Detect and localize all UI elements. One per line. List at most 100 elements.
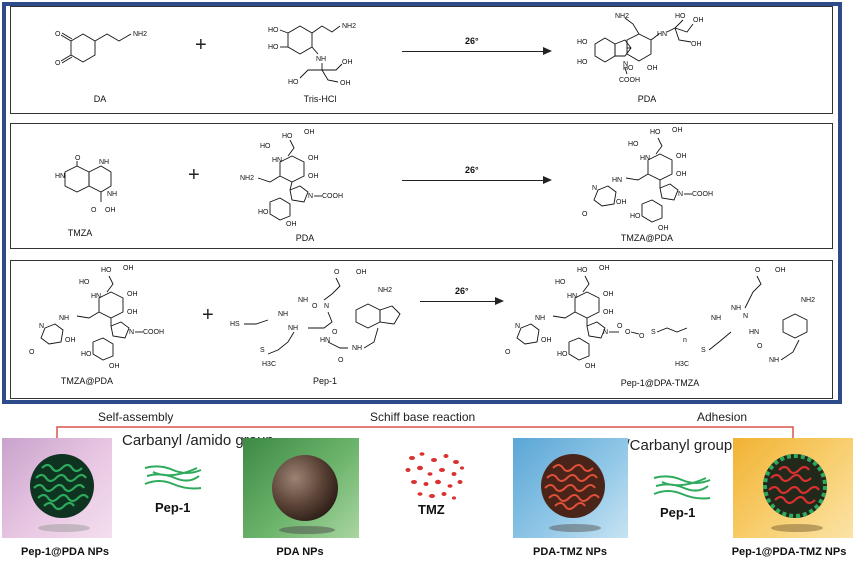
reaction-panel-2 <box>10 123 833 249</box>
svg-text:OH: OH <box>123 265 134 272</box>
tmza-pda-reactant-structure: HO OH HO HN OH OH NH N O OH N COOH HO OH <box>29 265 164 370</box>
svg-text:HO: HO <box>630 213 641 220</box>
svg-text:OH: OH <box>541 337 552 344</box>
svg-text:NH: NH <box>59 315 69 322</box>
step-self-assembly: Self-assembly <box>98 410 174 424</box>
svg-text:NH2: NH2 <box>378 287 392 294</box>
svg-text:N: N <box>324 303 329 310</box>
svg-text:COOH: COOH <box>692 191 713 198</box>
svg-text:OH: OH <box>342 59 353 66</box>
np-pda-sphere <box>272 455 338 534</box>
reaction-panel-1 <box>10 6 833 114</box>
svg-text:O: O <box>75 155 81 162</box>
tmz-drug-icon <box>405 452 464 500</box>
pep-1-label-b: Pep-1 <box>660 505 696 520</box>
svg-text:O: O <box>338 357 344 364</box>
svg-text:HO: HO <box>79 279 90 286</box>
svg-text:H3C: H3C <box>675 361 689 368</box>
svg-text:HO: HO <box>260 143 271 150</box>
svg-text:HO: HO <box>557 351 568 358</box>
svg-text:HO: HO <box>555 279 566 286</box>
reaction-condition-2: 26° <box>465 165 479 175</box>
reactant-label-pep-1: Pep-1 <box>312 376 338 386</box>
svg-text:OH: OH <box>304 129 315 136</box>
svg-text:O: O <box>617 323 623 330</box>
svg-text:HO: HO <box>675 13 686 20</box>
svg-text:NH: NH <box>731 305 741 312</box>
svg-text:O: O <box>639 333 645 340</box>
svg-text:OH: OH <box>65 337 76 344</box>
svg-text:O: O <box>29 349 35 356</box>
svg-text:OH: OH <box>109 363 120 370</box>
svg-text:COOH: COOH <box>322 193 343 200</box>
product-label-pep-1-dpa-tmza: Pep-1@DPA-TMZA <box>620 378 700 388</box>
pep-1-structure: O OH NH O N NH HS O NH S H3C HN O NH NH2 <box>230 269 401 368</box>
np-label-pda: PDA NPs <box>276 546 324 558</box>
reactant-label-tris-hcl: Tris-HCl <box>303 94 337 104</box>
svg-text:NH: NH <box>288 325 298 332</box>
pep-1-fibers-icon <box>144 465 202 490</box>
svg-text:HO: HO <box>101 267 112 274</box>
svg-text:COOH: COOH <box>143 329 164 336</box>
svg-text:N: N <box>743 313 748 320</box>
svg-text:OH: OH <box>616 199 627 206</box>
svg-text:NH: NH <box>107 191 117 198</box>
svg-text:S: S <box>651 329 656 336</box>
plus-sign: + <box>188 164 200 186</box>
svg-text:O: O <box>755 267 761 274</box>
reaction-arrow-1 <box>402 46 552 56</box>
step-adhesion: Adhesion <box>697 410 748 424</box>
svg-text:HN: HN <box>55 173 65 180</box>
svg-text:HO: HO <box>268 27 279 34</box>
plus-sign: + <box>195 34 207 56</box>
svg-text:H3C: H3C <box>262 361 276 368</box>
np-pda-tmz-sphere <box>541 454 605 532</box>
svg-text:NH2: NH2 <box>240 175 254 182</box>
svg-text:NH2: NH2 <box>342 23 356 30</box>
svg-text:O: O <box>55 60 61 67</box>
reaction-arrow-3 <box>420 296 504 306</box>
svg-text:N: N <box>308 193 313 200</box>
svg-text:NH: NH <box>352 345 362 352</box>
svg-text:NH2: NH2 <box>133 31 147 38</box>
svg-text:OH: OH <box>658 225 669 232</box>
np-label-pep-1-pda-tmz: Pep-1@PDA-TMZ NPs <box>731 546 847 558</box>
svg-text:S: S <box>260 347 265 354</box>
svg-text:N: N <box>623 61 628 68</box>
svg-text:HN: HN <box>657 31 667 38</box>
svg-text:OH: OH <box>308 173 319 180</box>
svg-text:COOH: COOH <box>619 77 640 84</box>
reactant-label-pda: PDA <box>295 233 315 243</box>
svg-text:NH: NH <box>278 311 288 318</box>
svg-text:O: O <box>55 31 61 38</box>
dopamine-structure: O O NH2 <box>55 31 147 67</box>
svg-text:OH: OH <box>676 153 687 160</box>
pep-1-dpa-tmza-structure: HO OH HO HN OH OH NH N O OH N O O O S n … <box>505 265 815 370</box>
svg-text:OH: OH <box>356 269 367 276</box>
svg-text:O: O <box>582 211 588 218</box>
svg-text:NH: NH <box>711 315 721 322</box>
svg-text:O: O <box>505 349 511 356</box>
svg-text:OH: OH <box>672 127 683 134</box>
svg-text:OH: OH <box>647 65 658 72</box>
reactant-label-tmza: TMZA <box>67 228 93 238</box>
svg-text:NH: NH <box>99 159 109 166</box>
svg-text:OH: OH <box>603 309 614 316</box>
svg-text:HO: HO <box>288 79 299 86</box>
svg-text:O: O <box>625 329 631 336</box>
svg-text:OH: OH <box>691 41 702 48</box>
svg-text:n: n <box>683 337 687 344</box>
pda-reactant-structure: HO OH HO HN OH OH NH2 N COOH HO OH <box>240 129 343 228</box>
svg-text:OH: OH <box>676 171 687 178</box>
step-schiff-base-reaction: Schiff base reaction <box>370 410 476 424</box>
svg-text:HO: HO <box>623 65 634 72</box>
svg-text:OH: OH <box>603 291 614 298</box>
reaction-arrow-2 <box>402 175 552 185</box>
tmza-structure: O HN NH NH O OH <box>55 155 117 214</box>
svg-text:N: N <box>678 191 683 198</box>
svg-text:OH: OH <box>585 363 596 370</box>
svg-text:HO: HO <box>282 133 293 140</box>
svg-text:OH: OH <box>340 80 351 87</box>
svg-text:NH: NH <box>769 357 779 364</box>
